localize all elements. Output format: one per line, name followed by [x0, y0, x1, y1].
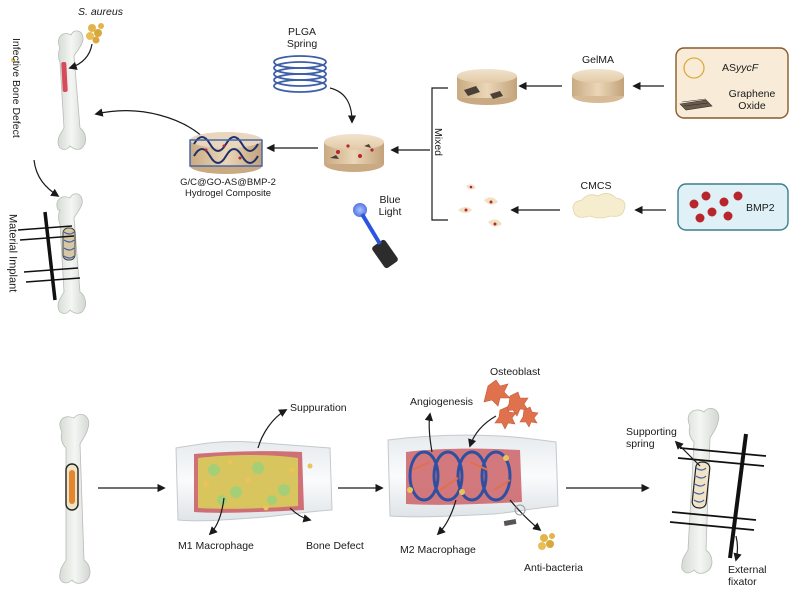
composite-line2: Hydrogel Composite [184, 187, 272, 199]
bone-right-icon [681, 408, 720, 574]
composite-icon [189, 132, 263, 174]
gelma-disc-icon [457, 69, 517, 105]
graphene-line1: Graphene [728, 88, 776, 100]
suppuration-label: Suppuration [290, 402, 347, 414]
plga-line2: Spring [286, 38, 318, 51]
bone-with-implant-icon [56, 193, 86, 314]
arrow-external-fixator [733, 535, 742, 562]
bacteria-icon [86, 23, 104, 44]
arrow-bone-to-implant [33, 159, 60, 197]
as-suffix: yycF [736, 62, 759, 74]
infected-bone-icon [57, 30, 86, 150]
external-line2: fixator [728, 576, 757, 589]
cmcs-gel-icon [572, 193, 626, 219]
osteoblast-label: Osteoblast [490, 366, 541, 378]
arrow-suppuration [257, 409, 288, 449]
hydrogel-disc-icon [324, 134, 384, 172]
supporting-line2: spring [626, 438, 655, 451]
mixed-bracket [431, 87, 448, 221]
fixator-icon [669, 433, 767, 559]
bmp2-box [677, 183, 789, 231]
mixed-label: Mixed [432, 128, 444, 157]
as-go-box [675, 47, 789, 119]
infective-bone-defect-label: Infective Bone Defect [10, 38, 23, 138]
arrow-composite-to-bone [94, 108, 207, 141]
graphene-line2: Oxide [738, 100, 766, 113]
supporting-line1: Supporting [626, 426, 677, 438]
blue-light-icon [353, 203, 398, 269]
graphene-oxide-label: Graphene Oxide [729, 88, 776, 112]
external-line1: External [728, 564, 767, 576]
blue-line1: Blue [379, 194, 401, 206]
arrow-osteoblast [468, 415, 497, 448]
supporting-spring-label: Supporting spring [626, 426, 677, 450]
gelma-label: GelMA [581, 54, 615, 66]
bmp2-label: BMP2 [746, 202, 775, 214]
s-aureus-label: S. aureus [78, 6, 123, 18]
fixator-top-icon [17, 211, 81, 301]
arrow-anti-bacteria [509, 499, 542, 532]
angiogenesis-label: Angiogenesis [410, 396, 474, 408]
blue-line2: Light [378, 206, 402, 219]
anti-bacteria-icon [503, 504, 555, 550]
m2-macrophage-label: M2 Macrophage [400, 544, 476, 556]
m1-macrophage-label: M1 Macrophage [178, 540, 254, 552]
anti-bacteria-label: Anti-bacteria [524, 562, 583, 574]
composite-line1: G/C@GO-AS@BMP-2 [180, 177, 276, 188]
as-prefix: AS [722, 62, 737, 74]
arrow-bone-defect [289, 507, 312, 523]
bone-defect-label: Bone Defect [306, 540, 364, 552]
blue-light-label: Blue Light [379, 194, 402, 218]
arrow-angiogenesis [424, 412, 434, 453]
spring-icon [273, 55, 327, 93]
material-implant-label: Material Implant [6, 214, 19, 293]
plga-label: PLGA Spring [287, 26, 317, 50]
plga-line1: PLGA [287, 26, 317, 38]
arrow-m1 [208, 497, 225, 536]
bone-segment-icon [175, 440, 333, 522]
cmcs-label: CMCS [580, 180, 612, 192]
composite-label: G/C@GO-AS@BMP-2 Hydrogel Composite [180, 177, 276, 200]
arrow-m2 [436, 499, 457, 536]
bone-left-icon [59, 414, 91, 584]
arrow-bacteria-to-bone [68, 43, 93, 70]
gel-cells-icon [458, 184, 502, 227]
arrow-spring-to-disc [329, 87, 357, 124]
arrow-supporting-spring [674, 440, 701, 467]
osteoblast-icon [483, 379, 539, 430]
external-fixator-label: External fixator [728, 564, 767, 588]
healing-segment-icon [387, 434, 559, 518]
as-yycf-label: ASyycF [722, 62, 758, 74]
gelma-plain-disc-icon [572, 69, 624, 103]
bacteria-small-icon [11, 58, 15, 62]
